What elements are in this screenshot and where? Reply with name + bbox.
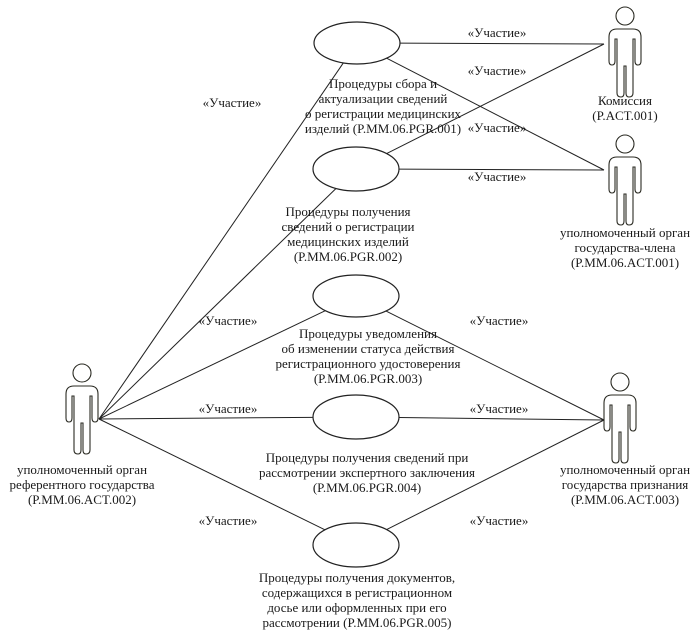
association-label: «Участие»: [468, 120, 527, 135]
use-case-label-line: (P.MM.06.PGR.004): [313, 480, 421, 495]
actor-icon[interactable]: [65, 363, 99, 455]
use-case-label-line: изделий (P.MM.06.PGR.001): [305, 121, 461, 136]
actor-label-line: государства-члена: [574, 240, 675, 255]
actor-icon[interactable]: [608, 134, 642, 226]
actor-head: [615, 6, 635, 26]
text-layer: «Участие» «Участие» «Участие» «Участие» «Уча…: [10, 25, 691, 630]
use-case-label-line: Процедуры получения документов,: [259, 570, 455, 585]
association-line-pgr001-act_komissiya: [399, 42, 605, 45]
actor-label-line: уполномоченный орган: [560, 462, 690, 477]
actor-label-line: (P.ACT.001): [592, 108, 657, 123]
actor-label-line: (P.MM.06.ACT.002): [28, 492, 136, 507]
use-case-ellipse-pgr004[interactable]: [312, 394, 400, 440]
actor-body: [608, 156, 642, 226]
association-line-pgr002-act_member_state: [398, 168, 605, 171]
use-case-label-line: Процедуры получения сведений при: [266, 450, 469, 465]
association-line-pgr004-act_recognition_state: [398, 417, 605, 421]
association-line-act_reference_state-pgr004: [98, 416, 314, 420]
actor-label-line: уполномоченный орган: [560, 225, 690, 240]
use-case-ellipse-pgr002[interactable]: [312, 146, 400, 192]
use-case-label-line: Процедуры уведомления: [299, 326, 437, 341]
association-label: «Участие»: [468, 63, 527, 78]
use-case-label-line: сведений о регистрации: [282, 219, 415, 234]
use-case-label-line: рассмотрении (P.MM.06.PGR.005): [263, 615, 452, 630]
use-case-label-line: о регистрации медицинских: [305, 106, 462, 121]
actor-label-line: уполномоченный орган: [17, 462, 147, 477]
use-case-ellipse-pgr001[interactable]: [313, 21, 401, 65]
shapes-layer: [65, 6, 642, 568]
use-case-label-line: Процедуры получения: [285, 204, 410, 219]
association-label: «Участие»: [470, 401, 529, 416]
actor-icon[interactable]: [603, 372, 637, 464]
association-line-pgr002-act_komissiya: [386, 43, 605, 155]
association-label: «Участие»: [199, 513, 258, 528]
use-case-label-line: (P.MM.06.PGR.003): [314, 371, 422, 386]
use-case-ellipse-pgr003[interactable]: [312, 274, 400, 318]
association-label: «Участие»: [468, 25, 527, 40]
actor-body: [603, 394, 637, 464]
association-line-pgr001-act_member_state: [386, 57, 605, 171]
association-line-act_reference_state-pgr003: [98, 310, 326, 420]
association-line-pgr003-act_recognition_state: [385, 310, 605, 421]
association-label: «Участие»: [203, 95, 262, 110]
association-line-pgr005-act_recognition_state: [386, 419, 605, 531]
use-case-ellipse-pgr005[interactable]: [312, 522, 400, 568]
actor-body: [608, 28, 642, 98]
use-case-label-line: регистрационного удостоверения: [276, 356, 461, 371]
use-case-label-line: досье или оформленных при его: [267, 600, 446, 615]
use-case-label-line: об изменении статуса действия: [282, 341, 455, 356]
association-label: «Участие»: [468, 169, 527, 184]
use-case-label-line: медицинских изделий: [287, 234, 409, 249]
use-case-label-line: актуализации сведений: [319, 91, 448, 106]
use-case-label-line: Процедуры сбора и: [329, 76, 437, 91]
use-case-label-line: (P.MM.06.PGR.002): [294, 249, 402, 264]
actor-head: [72, 363, 92, 383]
actor-body: [65, 385, 99, 455]
use-case-label-line: содержащихся в регистрационном: [262, 585, 452, 600]
association-line-act_reference_state-pgr005: [98, 418, 326, 531]
actor-head: [615, 134, 635, 154]
actor-head: [610, 372, 630, 392]
actor-label-line: референтного государства: [10, 477, 155, 492]
associations-layer: [98, 42, 605, 531]
association-label: «Участие»: [470, 513, 529, 528]
actor-label-line: Комиссия: [598, 93, 652, 108]
actor-label-line: (P.MM.06.ACT.001): [571, 255, 679, 270]
association-label: «Участие»: [470, 313, 529, 328]
use-case-label-line: рассмотрении экспертного заключения: [259, 465, 475, 480]
actor-label-line: (P.MM.06.ACT.003): [571, 492, 679, 507]
association-line-act_reference_state-pgr002: [98, 188, 337, 420]
actor-label-line: государства признания: [562, 477, 689, 492]
association-label: «Участие»: [199, 313, 258, 328]
association-label: «Участие»: [199, 401, 258, 416]
actor-icon[interactable]: [608, 6, 642, 98]
association-line-act_reference_state-pgr001: [98, 62, 344, 420]
